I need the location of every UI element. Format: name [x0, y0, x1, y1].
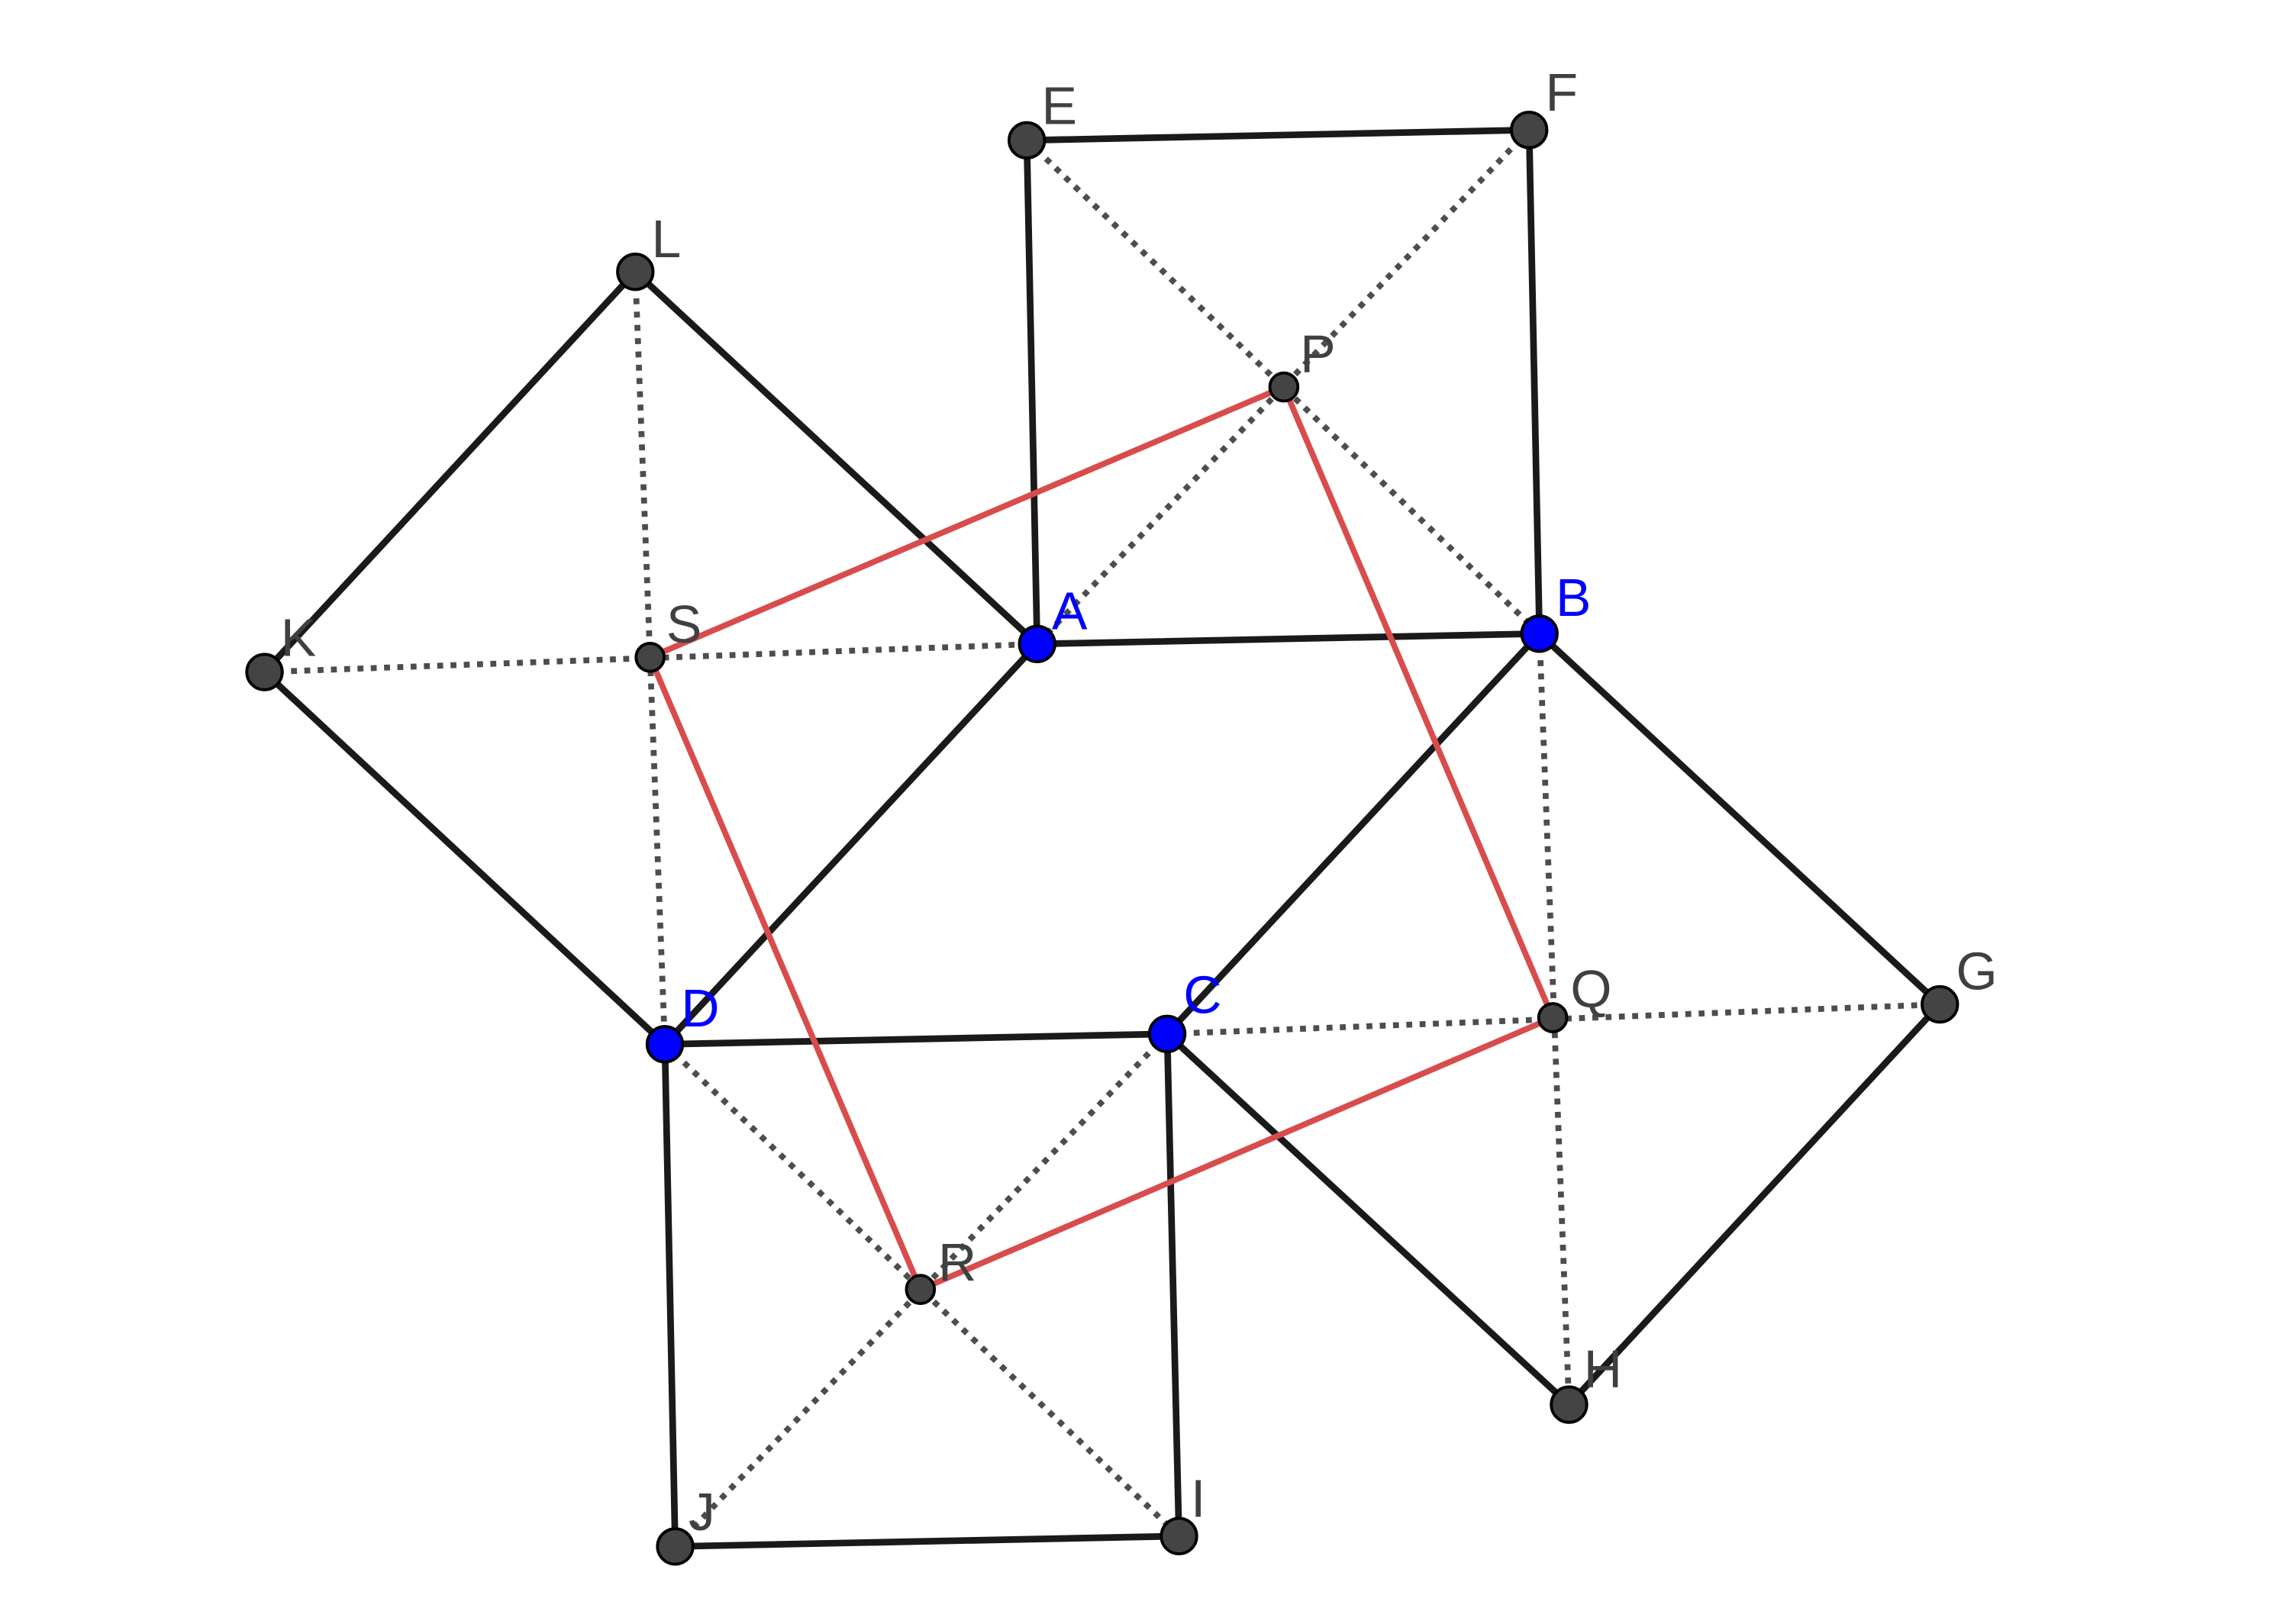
label-R: R — [938, 1232, 976, 1292]
point-I[interactable] — [1160, 1516, 1198, 1556]
segment-EA — [1023, 137, 1041, 648]
point-Q[interactable] — [1537, 1002, 1569, 1033]
red-quadrilateral — [647, 384, 1556, 1293]
label-J: J — [689, 1482, 715, 1542]
solid-segments — [261, 126, 1943, 1550]
segment-JI — [672, 1532, 1182, 1550]
label-C: C — [1183, 965, 1221, 1025]
point-G[interactable] — [1921, 984, 1959, 1024]
segment-LA — [631, 268, 1041, 648]
label-I: I — [1191, 1469, 1205, 1529]
segment-DC — [661, 1030, 1171, 1048]
point-P[interactable] — [1268, 371, 1300, 403]
segment-AD — [661, 640, 1041, 1048]
point-J[interactable] — [656, 1527, 695, 1566]
label-L: L — [652, 209, 682, 269]
point-S[interactable] — [634, 641, 666, 673]
label-F: F — [1546, 63, 1579, 122]
label-E: E — [1042, 76, 1077, 136]
point-H[interactable] — [1550, 1385, 1588, 1424]
segment-AB — [1034, 630, 1543, 648]
segment-LK — [261, 268, 639, 675]
segment-IC — [1163, 1030, 1182, 1540]
label-Q: Q — [1570, 959, 1611, 1019]
point-labels: A B C D E F G H I J K L P Q R S — [281, 63, 1998, 1542]
segment-HC — [1163, 1030, 1572, 1408]
segment-DJ — [661, 1040, 679, 1550]
point-D[interactable] — [645, 1025, 685, 1064]
dotted-diagonals — [264, 127, 1940, 1549]
points — [245, 111, 1959, 1566]
segment-FB — [1525, 126, 1543, 637]
segment-BG — [1536, 630, 1943, 1008]
point-A[interactable] — [1018, 624, 1056, 664]
segment-EF — [1023, 126, 1533, 144]
label-H: H — [1584, 1339, 1622, 1398]
segment-QP — [1281, 385, 1556, 1020]
label-D: D — [681, 978, 719, 1038]
segment-RQ — [919, 1014, 1554, 1293]
segment-PS — [649, 384, 1285, 660]
point-B[interactable] — [1520, 614, 1559, 653]
point-C[interactable] — [1147, 1014, 1187, 1053]
segment-SR — [647, 656, 924, 1291]
label-A: A — [1052, 581, 1088, 640]
label-S: S — [666, 594, 702, 654]
label-B: B — [1556, 568, 1591, 627]
segment-KD — [261, 669, 669, 1048]
point-L[interactable] — [616, 252, 655, 292]
label-G: G — [1956, 942, 1998, 1001]
label-P: P — [1300, 324, 1335, 384]
point-F[interactable] — [1510, 111, 1549, 150]
point-E[interactable] — [1008, 121, 1047, 160]
label-K: K — [281, 607, 316, 667]
segment-BC — [1163, 630, 1543, 1038]
point-K[interactable] — [245, 652, 284, 691]
point-R[interactable] — [905, 1274, 937, 1305]
segment-GH — [1566, 1000, 1943, 1408]
